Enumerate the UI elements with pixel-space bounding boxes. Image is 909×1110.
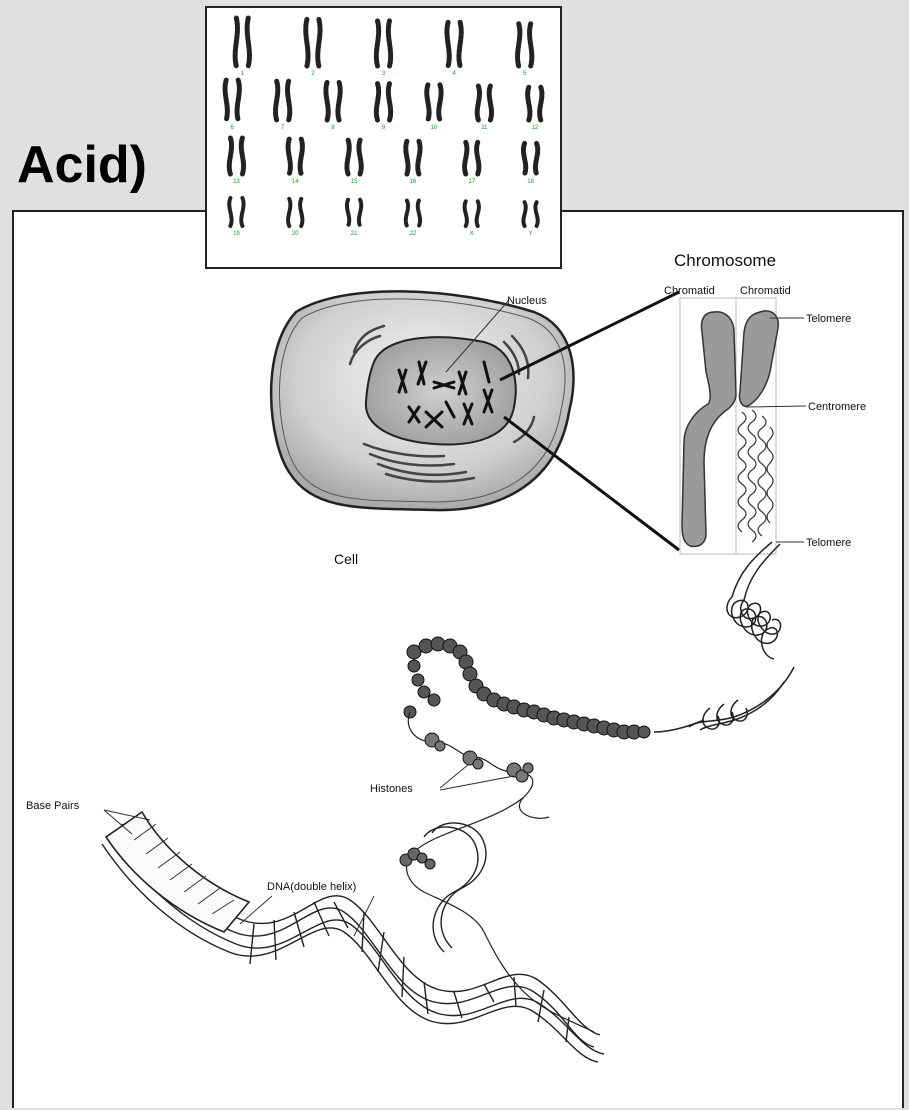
chromatid-left-label: Chromatid — [664, 285, 715, 297]
chromosome-pair-22: 22 — [406, 201, 420, 237]
chromosome-number-label: 7 — [281, 125, 285, 131]
chromosome-illustration — [680, 298, 778, 554]
chromosome-pair-9: 9 — [376, 84, 390, 131]
chromosome-number-label: 5 — [523, 71, 527, 77]
chromosome-pair-11: 11 — [477, 86, 491, 131]
chromosome-pair-15: 15 — [347, 140, 361, 185]
chromosome-pair-19: 19 — [229, 198, 243, 237]
chromosome-pair-8: 8 — [326, 82, 340, 131]
chromosome-pair-13: 13 — [229, 138, 243, 185]
chromatid-right-label: Chromatid — [740, 285, 791, 297]
chromosome-number-label: 6 — [231, 125, 235, 131]
chromosome-pair-X: X — [465, 201, 479, 237]
telomere-top-label: Telomere — [806, 313, 851, 325]
chromosome-number-label: 4 — [452, 71, 456, 77]
chromosome-pair-21: 21 — [347, 200, 361, 237]
cell-label: Cell — [334, 551, 358, 567]
chromosome-number-label: 19 — [233, 231, 240, 237]
chromosome-pair-3: 3 — [376, 21, 390, 77]
chromosome-number-label: 16 — [410, 179, 417, 185]
telomere-bottom-label: Telomere — [806, 537, 851, 549]
chromosome-number-label: 20 — [292, 231, 299, 237]
dna-label: DNA(double helix) — [267, 881, 356, 893]
base-pairs-label: Base Pairs — [26, 800, 80, 812]
centromere-label: Centromere — [808, 401, 866, 413]
chromosome-pair-17: 17 — [465, 142, 479, 185]
chromosome-number-label: 18 — [527, 179, 534, 185]
chromosome-number-label: Y — [529, 231, 533, 237]
nucleus-label: Nucleus — [507, 295, 547, 307]
chromosome-pair-2: 2 — [306, 19, 320, 77]
chromosome-number-label: 13 — [233, 179, 240, 185]
chromosome-pair-16: 16 — [406, 141, 420, 185]
chromosome-number-label: 2 — [311, 71, 315, 77]
chromosome-number-label: 21 — [351, 231, 358, 237]
chromosome-number-label: 9 — [382, 125, 386, 131]
diagram-panel: Cell Nucleus Chromosome Chromatid Chroma… — [12, 210, 904, 1108]
chromosome-number-label: 3 — [382, 71, 386, 77]
chromosome-number-label: 22 — [410, 231, 417, 237]
chromosome-number-label: 1 — [241, 71, 245, 77]
chromosome-number-label: 15 — [351, 179, 358, 185]
chromosome-number-label: 12 — [531, 125, 538, 131]
chromosome-number-label: 11 — [481, 125, 488, 131]
chromosome-pair-5: 5 — [518, 24, 532, 77]
chromosome-number-label: X — [470, 231, 474, 237]
nucleosome-string — [400, 712, 594, 1032]
chromosome-number-label: 8 — [331, 125, 335, 131]
dna-structure-diagram: Cell Nucleus Chromosome Chromatid Chroma… — [14, 212, 906, 1110]
chromosome-pair-4: 4 — [447, 22, 461, 77]
histones-label: Histones — [370, 783, 413, 795]
chromosome-pair-10: 10 — [427, 85, 441, 131]
chromosome-pair-Y: Y — [523, 202, 537, 237]
chromosome-pair-18: 18 — [523, 143, 537, 185]
page-title: Acid) — [17, 135, 147, 195]
chromosome-number-label: 10 — [431, 125, 438, 131]
chromosome-pair-12: 12 — [528, 87, 542, 131]
chromosome-pair-14: 14 — [288, 139, 302, 185]
cell-illustration — [271, 291, 573, 510]
chromosome-label: Chromosome — [674, 251, 776, 270]
chromosome-pair-6: 6 — [225, 80, 239, 131]
chromosome-pair-7: 7 — [275, 81, 289, 131]
chromosome-number-label: 14 — [292, 179, 299, 185]
chromosome-pair-1: 1 — [235, 18, 249, 77]
chromosome-number-label: 17 — [468, 179, 475, 185]
solenoid-fiber — [404, 637, 704, 739]
chromosome-pair-20: 20 — [288, 199, 302, 237]
chromatin-fiber — [689, 542, 794, 730]
